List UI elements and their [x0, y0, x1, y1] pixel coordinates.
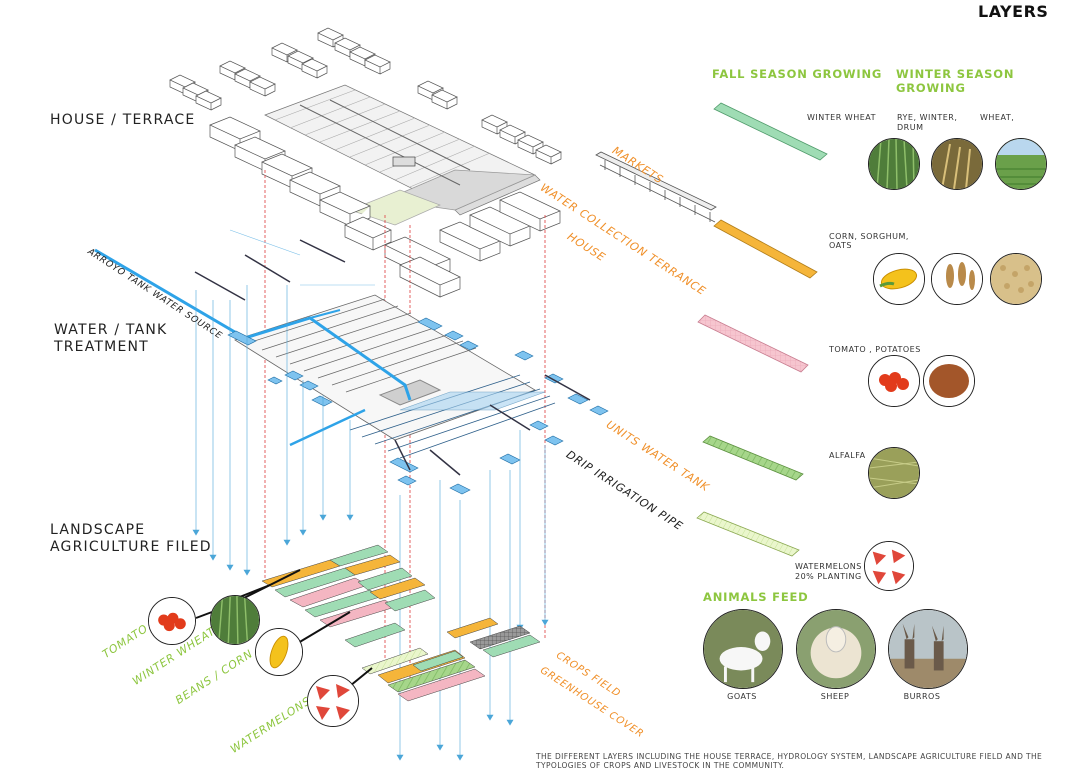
- sorghum-photo: [931, 253, 983, 305]
- caption-line-1: THE DIFFERENT LAYERS INCLUDING THE HOUSE…: [536, 752, 1043, 761]
- crop-label-planting: 20% PLANTING: [795, 572, 862, 581]
- field-layer: [261, 544, 541, 702]
- caption-line-2: TYPOLOGIES OF CROPS AND LIVESTOCK IN THE…: [536, 761, 785, 770]
- animal-label-sheep: SHEEP: [820, 692, 850, 701]
- crop-label-wheat: WHEAT,: [980, 113, 1015, 122]
- section-landscape: LANDSCAPE: [50, 522, 146, 538]
- crop-label-tomato-potatoes: TOMATO , POTATOES: [829, 345, 921, 354]
- burro-photo: [888, 609, 968, 689]
- goat-photo: [703, 609, 783, 689]
- crop-label-rye: RYE, WINTER,: [897, 113, 958, 122]
- rye-photo: [931, 138, 983, 190]
- field-watermelon-photo: [307, 675, 359, 727]
- caption: THE DIFFERENT LAYERS INCLUDING THE HOUSE…: [536, 752, 1056, 770]
- field-corn-photo: [255, 628, 303, 676]
- potato-photo: [923, 355, 975, 407]
- watermelon-photo: [864, 541, 914, 591]
- section-house-terrace: HOUSE / TERRACE: [50, 112, 196, 128]
- animals-feed-heading: ANIMALS FEED: [703, 590, 809, 604]
- animal-label-goats: GOATS: [727, 692, 757, 701]
- wheat-field-photo: [995, 138, 1047, 190]
- crop-label-winter-wheat: WINTER WHEAT: [807, 113, 877, 122]
- legend-strips: [696, 102, 828, 557]
- crop-label-watermelons: WATERMELONS: [795, 562, 862, 571]
- winter-season-heading: WINTER SEASON GROWING: [896, 67, 1015, 95]
- crop-label-drum: DRUM: [897, 123, 924, 132]
- fall-season-heading: FALL SEASON GROWING: [712, 67, 883, 81]
- tomato-photo: [868, 355, 920, 407]
- house-layer: [169, 27, 717, 298]
- wheat-photo: [868, 138, 920, 190]
- section-agriculture: AGRICULTURE FILED: [50, 539, 212, 555]
- sheep-photo: [796, 609, 876, 689]
- crop-label-corn: CORN, SORGHUM,: [829, 232, 909, 241]
- animal-label-burros: BURROS: [903, 692, 941, 701]
- corn-photo: [873, 253, 925, 305]
- page-title: LAYERS: [978, 2, 1049, 21]
- section-water-tank: WATER / TANK: [54, 322, 168, 338]
- oats-photo: [990, 253, 1042, 305]
- crop-label-oats: OATS: [829, 241, 852, 250]
- crop-label-alfalfa: ALFALFA: [829, 451, 866, 460]
- field-tomato-photo: [148, 597, 196, 645]
- alfalfa-photo: [868, 447, 920, 499]
- section-treatment: TREATMENT: [54, 339, 149, 355]
- field-winter-wheat-photo: [210, 595, 260, 645]
- water-layer: [94, 229, 609, 761]
